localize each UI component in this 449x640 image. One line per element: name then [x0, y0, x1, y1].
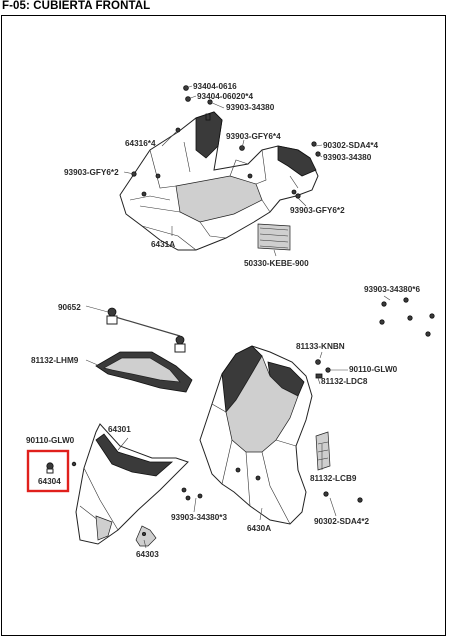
- front-grille-drawing: [75, 423, 189, 545]
- label-90302-sda4-4: 90302-SDA4*4: [323, 141, 379, 150]
- label-81133-knbn: 81133-KNBN: [296, 342, 345, 351]
- label-6431a: 6431A: [151, 240, 175, 249]
- leader-lines: [72, 85, 391, 549]
- label-90302-sda4-2: 90302-SDA4*2: [314, 517, 370, 526]
- label-93903-gfy6-4: 93903-GFY6*4: [226, 132, 281, 141]
- label-93903-34380-3: 93903-34380*3: [171, 513, 227, 522]
- label-93903-34380-6: 93903-34380*6: [364, 285, 420, 294]
- lower-bracket-drawing: [135, 525, 157, 547]
- front-cover-clips-drawing: [181, 297, 435, 503]
- diagram-frame: [1, 15, 446, 636]
- label-90652: 90652: [58, 303, 81, 312]
- label-90110-glw0-right: 90110-GLW0: [349, 365, 398, 374]
- label-81132-lcb9: 81132-LCB9: [310, 474, 357, 483]
- label-81132-lhm9: 81132-LHM9: [31, 356, 79, 365]
- label-sticker-drawing: [257, 223, 291, 251]
- label-93404-06020-4: 93404-06020*4: [197, 92, 253, 101]
- label-81132-ldc8: 81132-LDC8: [321, 377, 368, 386]
- label-6430a: 6430A: [247, 524, 271, 533]
- label-64301: 64301: [108, 425, 131, 434]
- label-64303: 64303: [136, 550, 159, 559]
- front-cover-drawing: [199, 345, 313, 525]
- label-93404-0616: 93404-0616: [193, 82, 237, 91]
- emblem-drawing: [46, 461, 77, 474]
- highlight-box: [26, 449, 70, 493]
- label-93903-gfy6-2-left: 93903-GFY6*2: [64, 168, 119, 177]
- label-93903-34380-right: 93903-34380: [323, 153, 372, 162]
- inner-tray-drawing: [95, 351, 193, 393]
- label-93903-gfy6-2-right: 93903-GFY6*2: [290, 206, 345, 215]
- label-90110-glw0-left: 90110-GLW0: [26, 436, 75, 445]
- page-title: F-05: CUBIERTA FRONTAL: [2, 0, 151, 12]
- wire-harness-drawing: [106, 307, 186, 353]
- floor-panel-drawing: [119, 111, 319, 251]
- side-bracket-drawing: [315, 431, 331, 471]
- top-fasteners-drawing: [131, 85, 321, 199]
- label-64304: 64304: [38, 477, 61, 486]
- label-93903-34380-top: 93903-34380: [226, 103, 275, 112]
- part-labels: 93404-0616 93404-06020*4 93903-34380 643…: [26, 82, 420, 559]
- label-64316-4: 64316*4: [125, 139, 156, 148]
- label-50330-kebe-900: 50330-KEBE-900: [244, 259, 309, 268]
